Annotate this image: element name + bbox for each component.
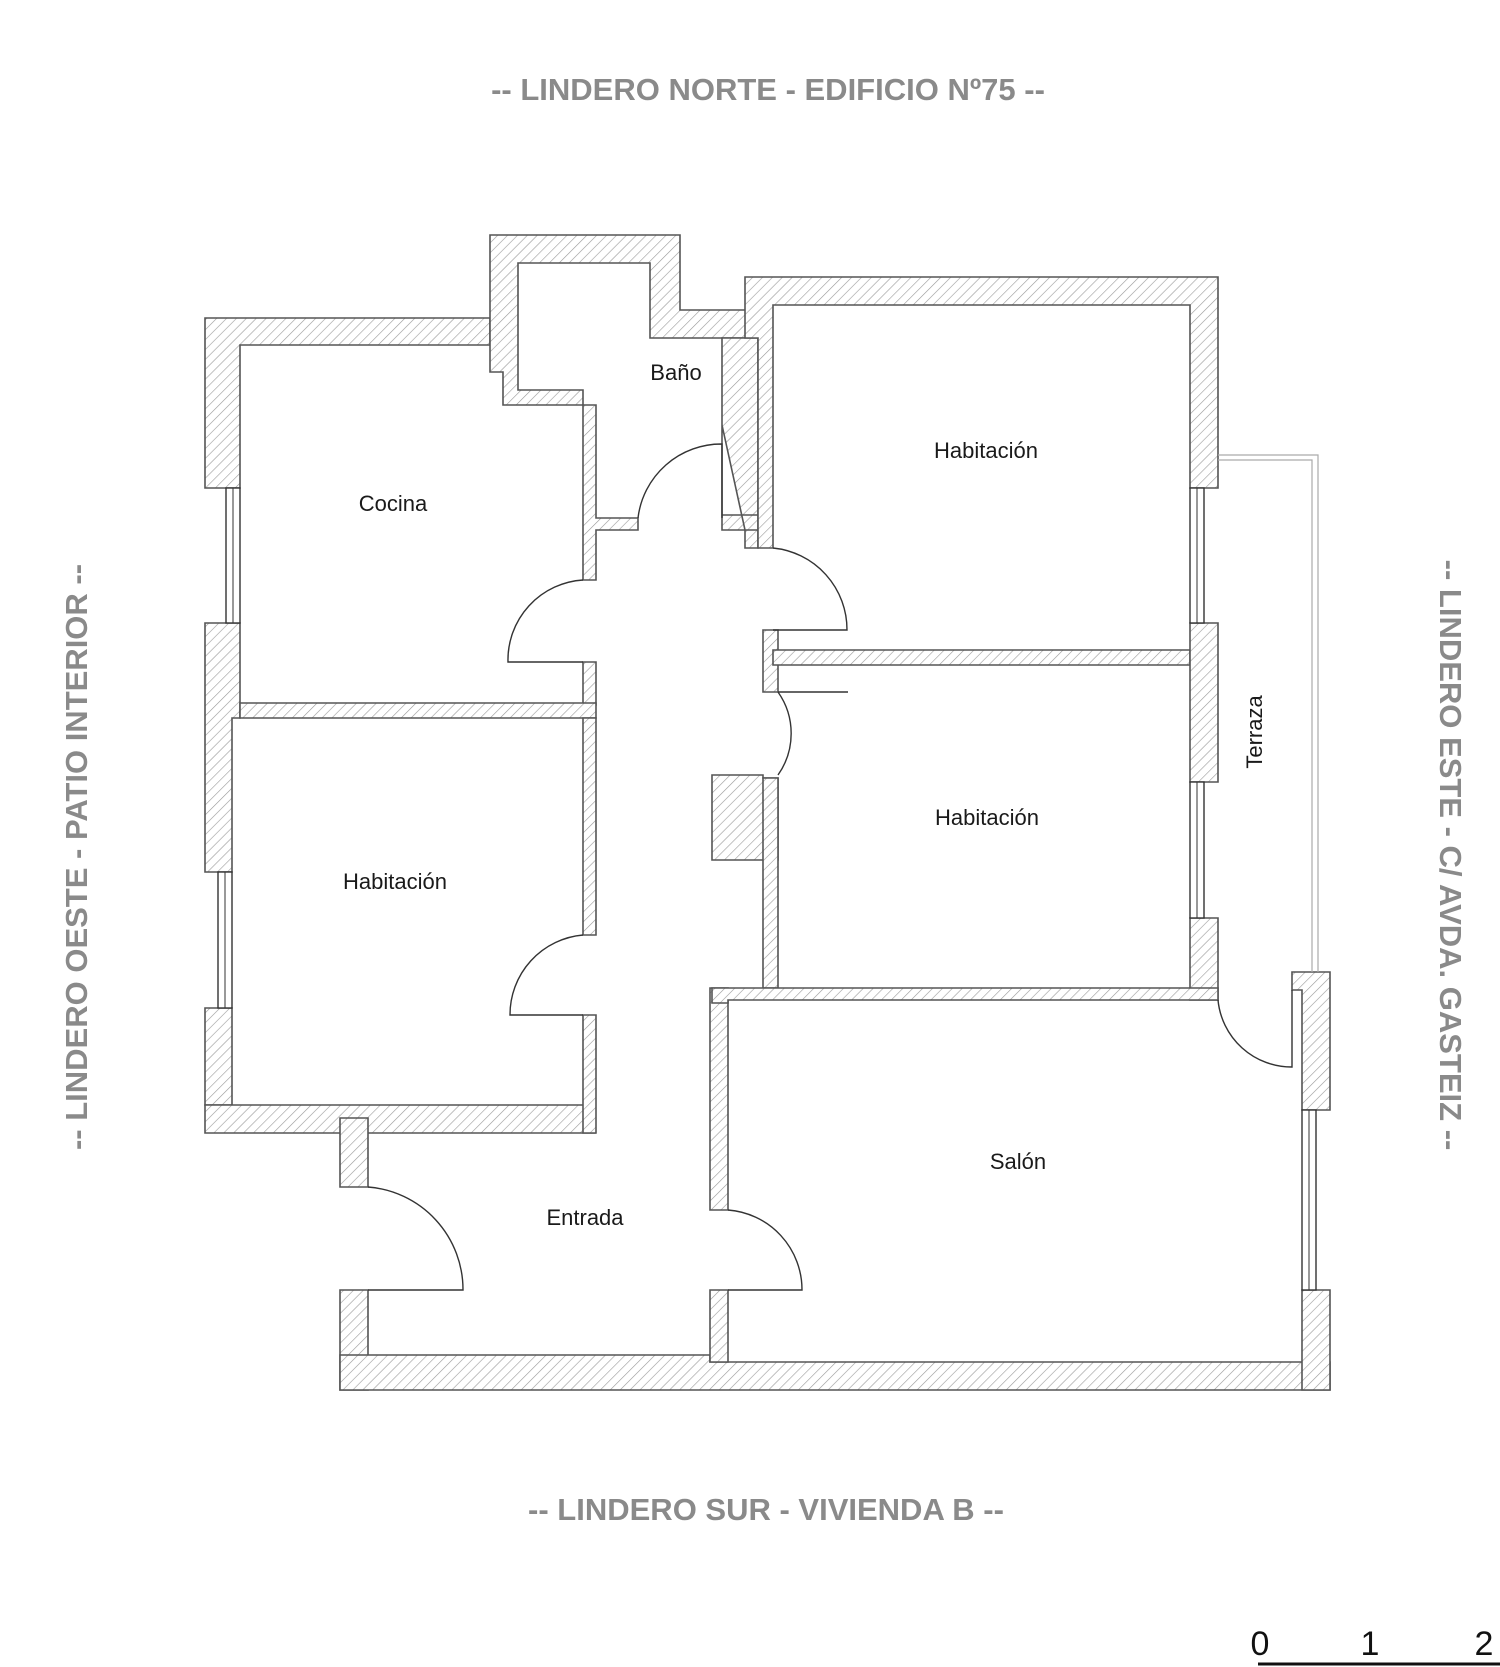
scale-label-0: 0 bbox=[1251, 1625, 1270, 1663]
wall-kitchen-east-low bbox=[582, 661, 597, 706]
lindero-norte: -- LINDERO NORTE - EDIFICIO Nº75 -- bbox=[491, 72, 1045, 107]
door-habitacion-ne bbox=[772, 547, 848, 631]
wall-south-west-room bbox=[204, 1104, 596, 1134]
doors bbox=[367, 443, 1293, 1291]
room-label-habitacion-e: Habitación bbox=[935, 805, 1039, 830]
door-cocina bbox=[507, 579, 584, 663]
wall-kitchen-east bbox=[582, 404, 639, 581]
wall-salon-top bbox=[711, 987, 1219, 1004]
terraza-railing bbox=[1218, 454, 1319, 972]
wall-ne-top bbox=[744, 276, 1219, 549]
wall-corridor-low bbox=[762, 777, 779, 989]
wall-east-mid bbox=[1189, 622, 1219, 783]
door-habitacion-e bbox=[777, 691, 792, 776]
door-entrada bbox=[367, 1186, 464, 1291]
wall-ne-south bbox=[772, 649, 1191, 666]
scale-bar: 0 1 2 bbox=[1251, 1625, 1500, 1666]
room-labels: Baño Cocina Habitación Habitación Habita… bbox=[343, 360, 1267, 1230]
lindero-oeste: -- LINDERO OESTE - PATIO INTERIOR -- bbox=[59, 564, 94, 1150]
wall-north-kitchen bbox=[204, 317, 491, 489]
wall-west-low bbox=[204, 1007, 233, 1106]
wall-kitchen-south bbox=[239, 702, 597, 719]
room-label-salon: Salón bbox=[990, 1149, 1046, 1174]
wall-corridor-bath bbox=[721, 337, 759, 549]
room-label-terraza: Terraza bbox=[1242, 695, 1267, 769]
wall-entrance-salon-lower bbox=[709, 1289, 729, 1363]
windows bbox=[217, 487, 1317, 1291]
wall-westroom-east bbox=[582, 717, 597, 936]
room-label-bano: Baño bbox=[650, 360, 701, 385]
door-salon bbox=[727, 1209, 803, 1291]
linderos: -- LINDERO NORTE - EDIFICIO Nº75 -- -- L… bbox=[59, 72, 1468, 1527]
wall-salon-east-upper bbox=[1291, 971, 1331, 1111]
room-label-entrada: Entrada bbox=[546, 1205, 624, 1230]
door-bano bbox=[637, 443, 723, 519]
wall-entrance-salon-upper bbox=[709, 987, 729, 1211]
lindero-sur: -- LINDERO SUR - VIVIENDA B -- bbox=[528, 1492, 1004, 1527]
wall-bath-bump bbox=[489, 234, 753, 406]
wall-salon-east-lower bbox=[1301, 1289, 1331, 1391]
wall-west-mid bbox=[204, 622, 241, 873]
wall-entrance-west-upper bbox=[339, 1117, 369, 1188]
wall-westroom-east-low bbox=[582, 1014, 597, 1134]
lindero-este: -- LINDERO ESTE - C/ AVDA. GASTEIZ -- bbox=[1433, 560, 1468, 1151]
walls bbox=[204, 234, 1331, 1391]
room-label-habitacion-w: Habitación bbox=[343, 869, 447, 894]
scale-label-1: 1 bbox=[1361, 1625, 1380, 1663]
scale-label-2: 2 bbox=[1475, 1625, 1494, 1663]
wall-south bbox=[339, 1354, 1331, 1391]
room-label-cocina: Cocina bbox=[359, 491, 428, 516]
room-label-habitacion-ne: Habitación bbox=[934, 438, 1038, 463]
door-habitacion-w bbox=[509, 934, 584, 1016]
door-terraza bbox=[1217, 990, 1293, 1068]
